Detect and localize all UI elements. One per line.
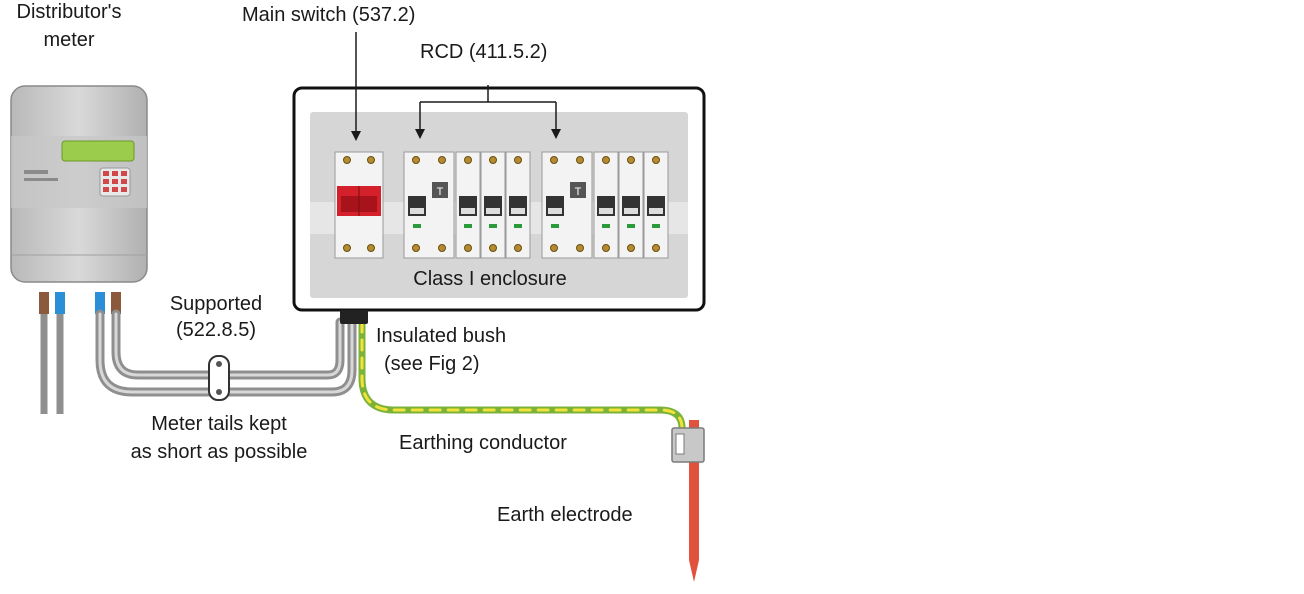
rcd-icon: T xyxy=(403,151,455,259)
meter-label-line2: meter xyxy=(43,29,95,51)
main-switch-icon xyxy=(334,151,384,259)
main-switch-label: Main switch (537.2) xyxy=(242,4,416,26)
rcd-test-button: T xyxy=(575,186,582,198)
insulated-bush-label-line2: (see Fig 2) xyxy=(384,353,480,375)
mcb-icon xyxy=(618,151,644,259)
supported-label-line1: Supported xyxy=(169,293,263,315)
meter-label-line1: Distributor's xyxy=(16,1,122,23)
cable-clamp-icon xyxy=(208,355,230,401)
meter-terminals xyxy=(39,292,121,314)
electricity-meter-icon xyxy=(10,85,148,283)
rcd-pointer xyxy=(415,85,561,139)
meter-tails xyxy=(95,309,357,397)
insulated-bush xyxy=(340,310,368,324)
earth-electrode-icon xyxy=(671,420,705,582)
incoming-supply-cables xyxy=(40,314,64,414)
insulated-bush-label-line1: Insulated bush xyxy=(376,325,507,347)
supported-label: Supported (522.8.5) xyxy=(156,292,276,342)
mcb-icon xyxy=(593,151,619,259)
earth-electrode-label: Earth electrode xyxy=(497,504,633,526)
meter-label: Distributor's meter xyxy=(0,0,138,52)
rcd-label: RCD (411.5.2) xyxy=(420,41,548,63)
insulated-bush-label: Insulated bush (see Fig 2) xyxy=(376,324,506,376)
meter-tails-label: Meter tails kept as short as possible xyxy=(112,412,326,464)
rcd-test-button: T xyxy=(437,186,444,198)
mcb-icon xyxy=(505,151,531,259)
mcb-icon xyxy=(643,151,669,259)
earthing-conductor xyxy=(358,318,686,432)
rcd-icon: T xyxy=(541,151,593,259)
enclosure-label: Class I enclosure xyxy=(413,268,567,290)
earthing-conductor-label: Earthing conductor xyxy=(399,432,567,454)
supported-label-line2: (522.8.5) xyxy=(175,319,257,341)
mcb-icon xyxy=(455,151,481,259)
meter-tails-label-line2: as short as possible xyxy=(130,441,308,463)
mcb-icon xyxy=(480,151,506,259)
meter-tails-label-line1: Meter tails kept xyxy=(151,413,287,435)
